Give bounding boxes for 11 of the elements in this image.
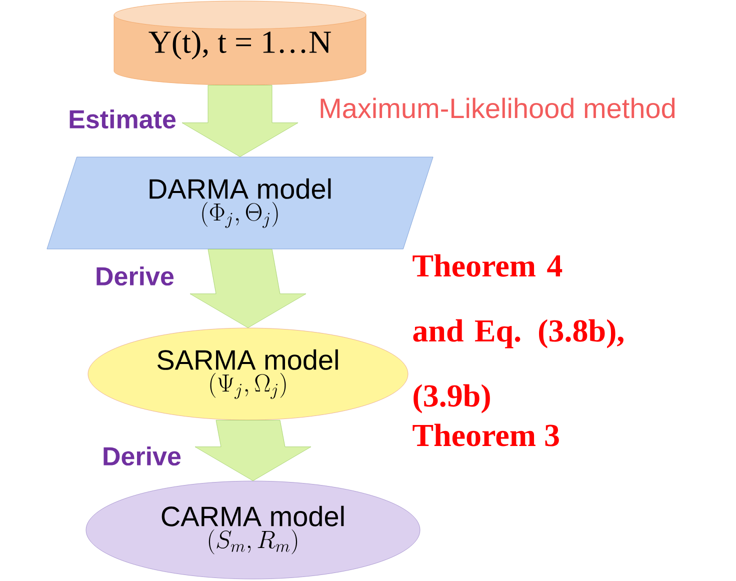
note-text: Maximum-Likelihood method xyxy=(320,98,675,118)
note-text: Theorem 3 xyxy=(412,424,559,446)
block-arrow xyxy=(194,420,312,481)
block-arrow xyxy=(190,249,306,328)
note-text: Theorem 4 and Eq. (3.8b), (3.9b) xyxy=(412,254,624,414)
edge-label: Derive xyxy=(104,446,181,466)
data-cylinder: Y(t), t = 1…N xyxy=(114,0,366,86)
edge-label: Derive xyxy=(96,266,174,286)
block-arrow xyxy=(182,85,298,157)
edge-label: Estimate xyxy=(70,109,176,129)
model-parallelogram: DARMA model $(\Phi_j, \Theta_j)$ xyxy=(46,156,434,250)
